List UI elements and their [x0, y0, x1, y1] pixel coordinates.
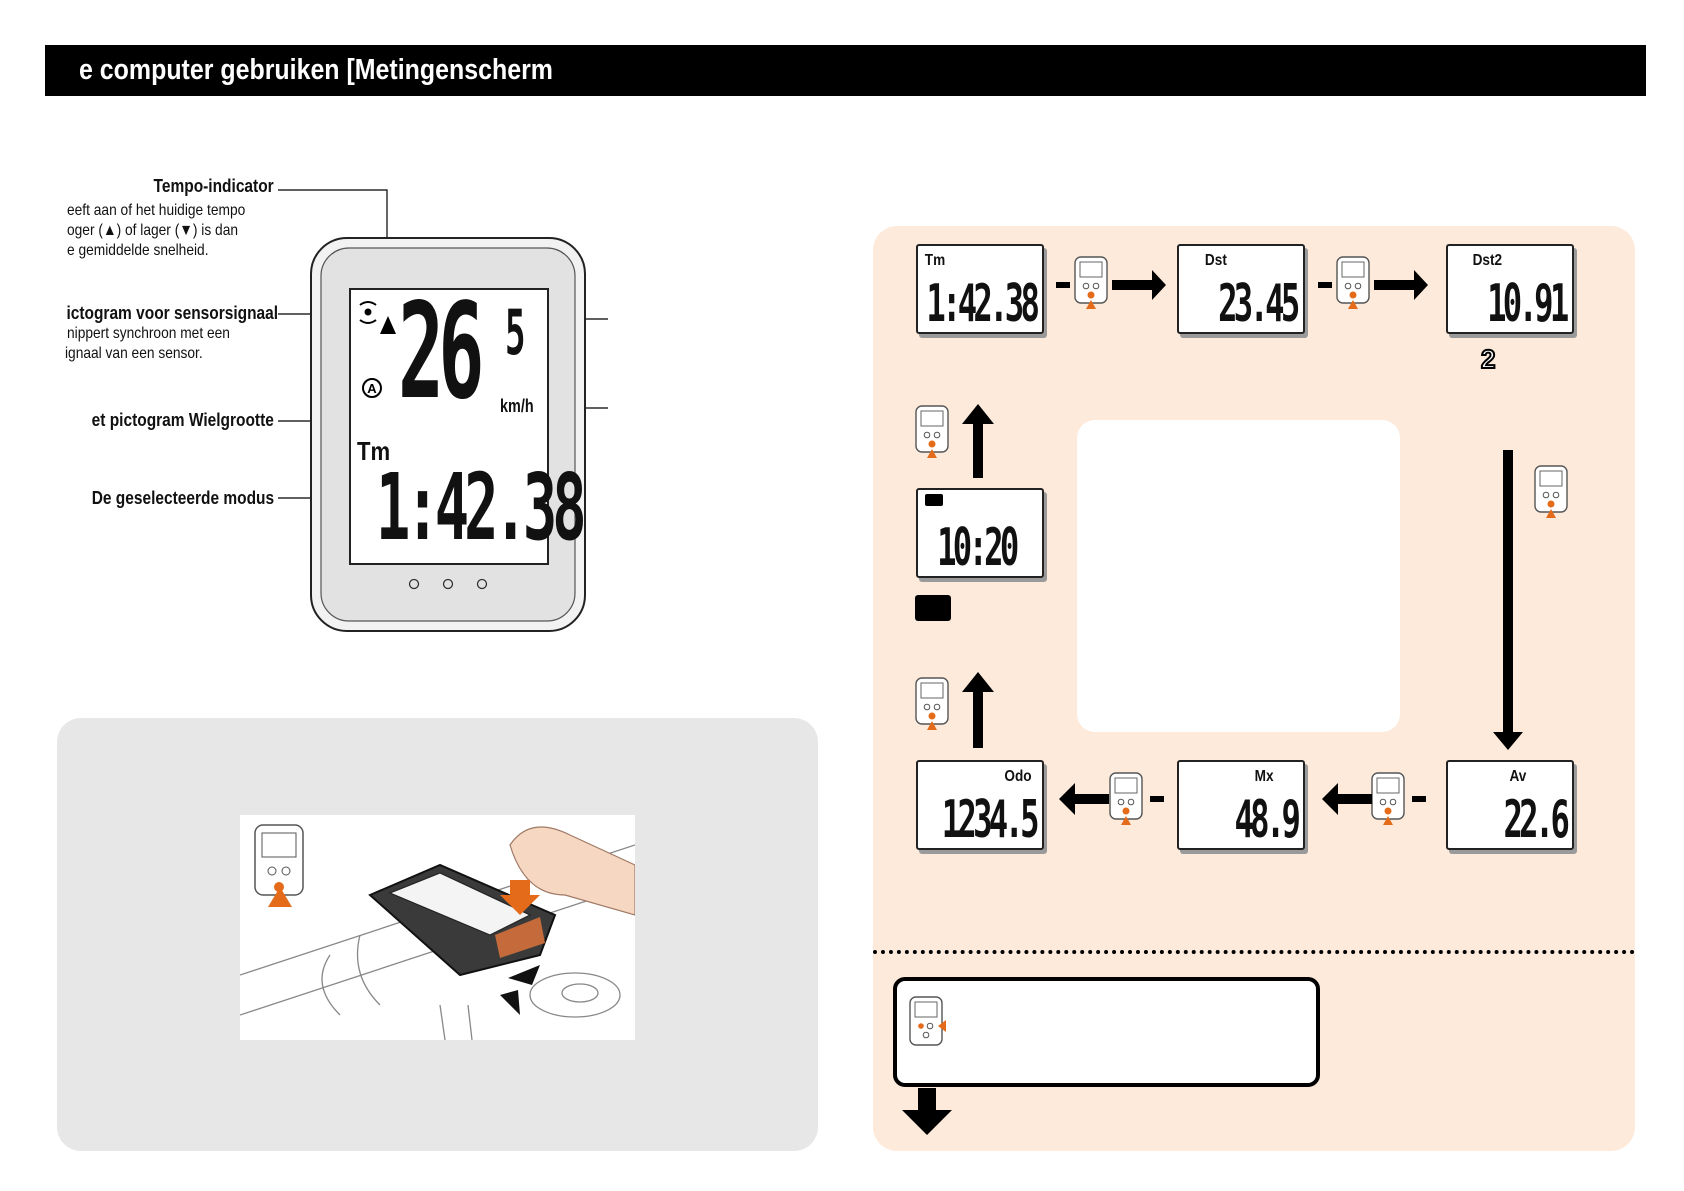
mode-value-dst: 23.45: [1218, 274, 1301, 334]
mount-illustration: [240, 815, 635, 1040]
note-button-icon: [909, 996, 946, 1046]
mode-tile-clock: 10:20: [916, 488, 1044, 578]
main-speed-unit: km/h: [500, 396, 534, 416]
mode-label-odo: Odo: [1004, 768, 1032, 785]
dst2-subscript: 2: [1480, 343, 1497, 375]
mode-label-mx: Mx: [1254, 768, 1274, 785]
mode-value-av: 22.6: [1503, 790, 1569, 850]
callout-tempo-line2: oger (▲) of lager (▼) is dan: [67, 222, 239, 239]
arrow-mx-odo: [1059, 772, 1164, 826]
callout-mode-title: De geselecteerde modus: [91, 488, 274, 508]
arrow-av-mx: [1322, 772, 1426, 826]
cycle-center-box: [1077, 420, 1400, 732]
mode-value-dst2: 10.91: [1487, 274, 1570, 334]
divider: [873, 950, 1635, 954]
mode-value-clock: 10:20: [937, 518, 1020, 578]
mode-tile-dst: Dst 23.45: [1177, 244, 1305, 334]
callout-tempo-line3: e gemiddelde snelheid.: [67, 242, 209, 259]
callout-wheel-title: et pictogram Wielgrootte: [91, 410, 274, 430]
note-box: [893, 977, 1320, 1087]
header-banner: e computer gebruiken [Metingenscherm: [45, 45, 1646, 96]
mode-label-av: Av: [1509, 768, 1527, 785]
main-speed: 26: [398, 275, 484, 429]
mode-tile-tm: Tm 1:42.38: [916, 244, 1044, 334]
callout-sensor-title: ictogram voor sensorsignaal: [66, 303, 278, 323]
mode-label-dst: Dst: [1204, 252, 1227, 269]
arrow-dst-dst2: [1318, 256, 1428, 310]
clock-mode-icon: [915, 595, 951, 621]
mode-value-mx: 48.9: [1234, 790, 1300, 850]
mode-value-tm: 1:42.38: [926, 274, 1040, 334]
wheel-size-icon: A: [367, 381, 377, 396]
callout-sensor-line1: nippert synchroon met een: [67, 325, 230, 342]
mode-label-dst2: Dst2: [1472, 252, 1503, 269]
mode-tile-av: Av 22.6: [1446, 760, 1574, 850]
mode-tile-dst2: Dst2 10.91: [1446, 244, 1574, 334]
mode-label-tm: Tm: [924, 252, 946, 269]
mode-tile-mx: Mx 48.9: [1177, 760, 1305, 850]
mode-tile-odo: Odo 1234.5: [916, 760, 1044, 850]
main-mode-value: 1:42.38: [376, 454, 587, 561]
main-speed-decimal: 5: [505, 296, 526, 369]
page-title: e computer gebruiken [Metingenscherm: [79, 54, 553, 86]
mode-value-odo: 1234.5: [941, 790, 1040, 850]
main-mode-label: Tm: [357, 436, 391, 466]
callout-tempo-title: Tempo-indicator: [153, 176, 274, 196]
callout-tempo-line1: eeft aan of het huidige tempo: [67, 202, 246, 219]
clock-icon: [925, 494, 943, 506]
arrow-tm-dst: [1056, 256, 1166, 310]
callout-sensor-line2: ignaal van een sensor.: [65, 345, 203, 362]
